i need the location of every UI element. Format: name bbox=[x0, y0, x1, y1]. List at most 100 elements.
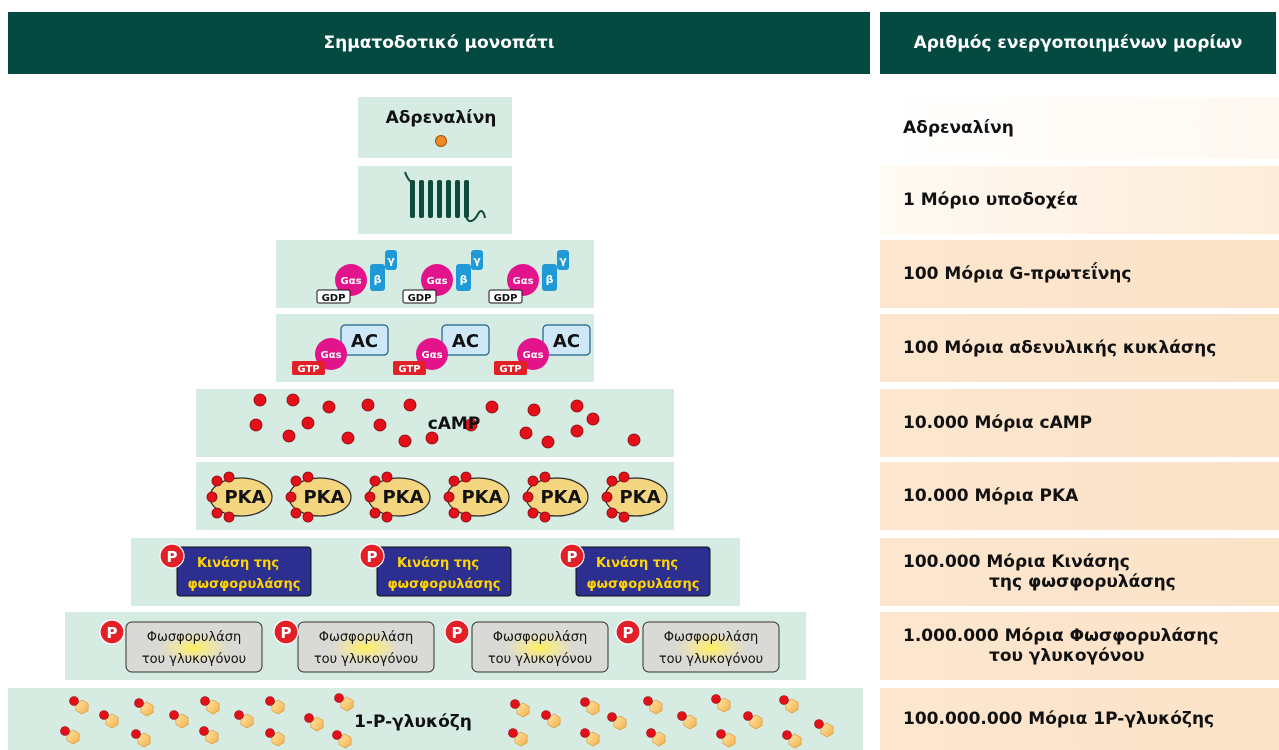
camp-molecule bbox=[425, 431, 439, 445]
kinase-box bbox=[376, 546, 512, 597]
glucose-1-phosphate bbox=[541, 710, 561, 729]
bound-camp bbox=[381, 511, 393, 523]
count-row-adrenaline: Αδρεναλίνη bbox=[880, 97, 1279, 159]
pka-label: PKA bbox=[382, 487, 423, 508]
phosphate-dot bbox=[265, 696, 275, 706]
camp-molecule bbox=[586, 412, 600, 426]
gdp-label: GDP bbox=[322, 293, 346, 304]
pka-label: PKA bbox=[224, 487, 265, 508]
bound-camp bbox=[206, 491, 218, 503]
phosphate-dot bbox=[131, 729, 141, 739]
glucose-1-phosphate bbox=[779, 695, 799, 714]
camp-molecule bbox=[519, 426, 533, 440]
pka-molecule: PKA bbox=[522, 471, 589, 523]
phosphate-dot bbox=[743, 711, 753, 721]
bound-camp bbox=[302, 511, 314, 523]
phosphate-icon bbox=[559, 543, 585, 569]
glucose-1-phosphate bbox=[200, 696, 220, 715]
bound-camp bbox=[211, 507, 223, 519]
pka-label: PKA bbox=[540, 487, 581, 508]
glucose-1-phosphate bbox=[134, 698, 154, 717]
bound-camp bbox=[381, 471, 393, 483]
phosphorylase-label-line2: του γλυκογόνου bbox=[314, 652, 418, 667]
glucose-1-phosphate bbox=[677, 711, 697, 730]
gamma-label: γ bbox=[473, 254, 481, 267]
phosphorylase-glow bbox=[671, 630, 751, 666]
phosphorylase-glow bbox=[154, 630, 234, 666]
ac-label: AC bbox=[553, 331, 580, 352]
camp-molecule bbox=[398, 434, 412, 448]
beta-label: β bbox=[546, 273, 554, 286]
count-text: 100 Μόρια G-πρωτεΐνης bbox=[903, 264, 1132, 284]
camp-molecule bbox=[341, 431, 355, 445]
phosphate-label: P bbox=[367, 548, 378, 566]
glucose-1-phosphate bbox=[580, 728, 600, 747]
camp-molecule bbox=[282, 429, 296, 443]
count-row-pka: 10.000 Μόρια PKA bbox=[880, 462, 1279, 530]
g-alpha-label: Gαs bbox=[320, 350, 341, 361]
gtp-tag bbox=[494, 361, 527, 375]
phosphorylase-label-line2: του γλυκογόνου bbox=[488, 652, 592, 667]
gdp-tag bbox=[488, 289, 523, 304]
phosphate-dot bbox=[332, 730, 342, 740]
bound-camp bbox=[302, 471, 314, 483]
glucose-label: 1-P-γλυκόζη bbox=[354, 712, 472, 732]
gtp-label: GTP bbox=[499, 364, 521, 375]
ac-label: AC bbox=[452, 331, 479, 352]
count-text-line2: του γλυκογόνου bbox=[989, 646, 1145, 666]
adrenaline-label: Αδρεναλίνη bbox=[386, 108, 497, 128]
bound-camp bbox=[522, 491, 534, 503]
bound-camp bbox=[618, 471, 630, 483]
phosphorylase-label-line1: Φωσφορυλάση bbox=[319, 630, 413, 645]
phosphate-dot bbox=[580, 697, 590, 707]
bound-camp bbox=[527, 475, 539, 487]
phosphate-dot bbox=[541, 710, 551, 720]
ac-label: AC bbox=[351, 331, 378, 352]
ac-box bbox=[340, 324, 389, 356]
phosphate-dot bbox=[646, 728, 656, 738]
phosphate-dot bbox=[779, 695, 789, 705]
molecule-count-header: Αριθμός ενεργοποιημένων μορίων bbox=[880, 12, 1276, 74]
gamma-subunit bbox=[385, 250, 397, 270]
glucose-1-phosphate bbox=[199, 726, 219, 745]
beta-subunit bbox=[370, 264, 385, 291]
g-alpha-label: Gαs bbox=[421, 350, 442, 361]
g-alpha-subunit bbox=[335, 264, 367, 296]
gtp-tag bbox=[292, 361, 325, 375]
phosphate-dot bbox=[334, 693, 344, 703]
glucose-1-phosphate bbox=[711, 694, 731, 713]
phosphorylase-label-line2: του γλυκογόνου bbox=[659, 652, 763, 667]
glucose-1-phosphate bbox=[169, 710, 189, 729]
beta-label: β bbox=[374, 273, 382, 286]
camp-molecule bbox=[541, 435, 555, 449]
count-row-camp: 10.000 Μόρια cAMP bbox=[880, 389, 1279, 457]
kinase-label-line1: Κινάση της bbox=[596, 556, 678, 571]
camp-molecule bbox=[627, 433, 641, 447]
phosphate-dot bbox=[711, 694, 721, 704]
bound-camp bbox=[369, 475, 381, 487]
phosphate-dot bbox=[134, 698, 144, 708]
pka-molecule: PKA bbox=[364, 471, 431, 523]
kinase-label-line2: φωσφορυλάσης bbox=[586, 577, 699, 592]
phosphate-dot bbox=[716, 729, 726, 739]
phosphorylase-glow bbox=[500, 630, 580, 666]
tier-adrenaline bbox=[358, 97, 512, 158]
g-alpha-subunit bbox=[507, 264, 539, 296]
gdp-tag bbox=[316, 289, 351, 304]
phosphate-dot bbox=[677, 711, 687, 721]
glucose-1-phosphate bbox=[743, 711, 763, 730]
glucose-1-phosphate bbox=[580, 697, 600, 716]
count-text: 10.000 Μόρια cAMP bbox=[903, 413, 1093, 433]
pathway-header-title: Σηματοδοτικό μονοπάτι bbox=[323, 33, 555, 53]
phosphate-icon bbox=[99, 619, 125, 645]
glucose-1-phosphate bbox=[304, 713, 324, 732]
camp-molecule bbox=[322, 400, 336, 414]
pka-label: PKA bbox=[303, 487, 344, 508]
receptor-icon bbox=[404, 171, 486, 222]
